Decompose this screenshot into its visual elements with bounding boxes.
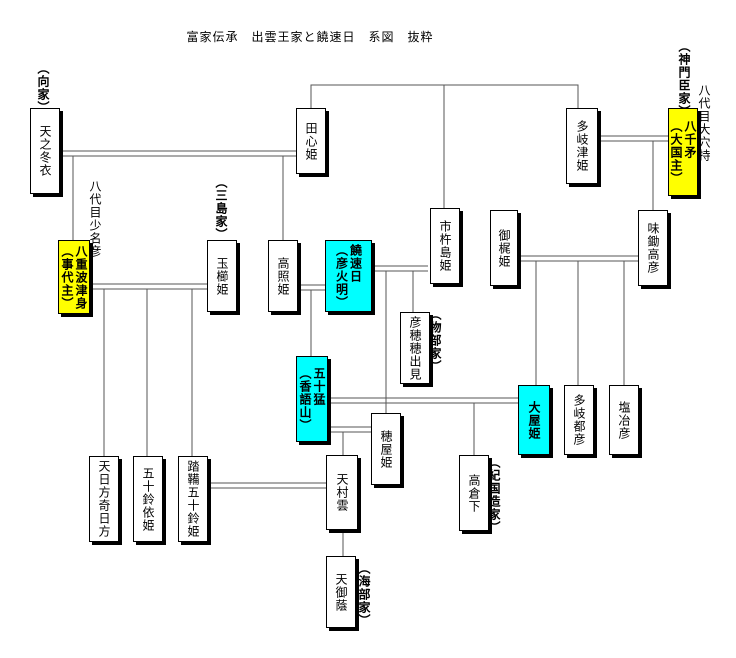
mukai-house-label: （向家） xyxy=(36,62,50,114)
person-name: 御梶姫 xyxy=(497,228,511,268)
kinokuni-house-label: （紀国造家） xyxy=(487,456,501,534)
person-ajisuki-takahiko: 味鋤高彦 xyxy=(638,210,668,286)
person-name: 高照姫 xyxy=(276,256,290,296)
person-ame-murakumo: 天村雲 xyxy=(326,455,358,530)
person-shiojihiko: 塩冶彦 xyxy=(609,385,639,455)
person-takitsu-hime: 多岐津姫 xyxy=(566,108,598,184)
ama-house-label: （海部家） xyxy=(357,562,371,627)
person-mikaji-hime: 御梶姫 xyxy=(490,210,518,286)
person-name: 味鋤高彦 xyxy=(646,222,660,274)
person-name: 大屋姫 xyxy=(527,400,541,440)
person-name: 天之冬衣 xyxy=(38,125,52,177)
page-title: 富家伝承 出雲王家と饒速日 系図 抜粋 xyxy=(186,30,434,44)
person-alias: （彦火明） xyxy=(334,243,349,309)
person-isotake: 五十猛 （香語山） xyxy=(296,356,328,442)
person-amenohikatahi: 天日方奇日方 xyxy=(89,456,119,542)
person-yachihoko: 八千矛 （大国主） xyxy=(668,108,698,196)
eighth-ona-label: 八代目大穴持 xyxy=(697,84,711,162)
person-name: 天日方奇日方 xyxy=(97,460,111,538)
person-nigihayahi: 饒速日 （彦火明） xyxy=(325,240,372,312)
person-oyahime: 大屋姫 xyxy=(518,385,550,455)
person-takori-hime: 田心姫 xyxy=(296,108,326,174)
person-tatara-isuzu-hime: 踏鞴五十鈴姫 xyxy=(178,456,208,542)
person-ichikishima-hime: 市杵島姫 xyxy=(430,208,460,284)
person-name: 田心姫 xyxy=(304,121,318,161)
person-alias: （事代主） xyxy=(60,244,74,310)
person-name: 天御蔭 xyxy=(334,572,348,612)
person-name: 彦穂穂出見 xyxy=(408,315,422,381)
kanto-house-label: （神門臣家） xyxy=(677,40,691,118)
person-ame-no-mimusubi: 天御蔭 xyxy=(326,556,356,628)
person-yaehatatsumi: 八重波津身 （事代主） xyxy=(58,240,90,314)
eighth-sukuna-label: 八代目少名彦 xyxy=(88,180,102,258)
person-alias: （大国主） xyxy=(669,119,683,185)
person-name: 塩冶彦 xyxy=(617,400,631,440)
person-ame-no-fuyukinu: 天之冬衣 xyxy=(30,108,60,194)
mishima-house-label: （三島家） xyxy=(214,176,228,241)
person-name: 玉櫛姫 xyxy=(215,256,229,296)
person-name: 八千矛 xyxy=(683,119,697,159)
person-name: 市杵島姫 xyxy=(438,220,452,272)
person-name: 高倉下 xyxy=(467,473,481,513)
person-tamakushi-hime: 玉櫛姫 xyxy=(207,240,237,312)
mononobe-house-label: （物部家） xyxy=(428,308,442,373)
person-name: 踏鞴五十鈴姫 xyxy=(186,460,200,538)
person-alias: （香語山） xyxy=(298,366,312,432)
person-hikohohodemi: 彦穂穂出見 xyxy=(400,312,430,384)
person-name-group: 八重波津身 （事代主） xyxy=(60,245,88,310)
person-name-group: 五十猛 （香語山） xyxy=(298,367,326,432)
person-name: 天村雲 xyxy=(335,473,349,512)
person-name: 五十猛 xyxy=(312,366,326,406)
person-name-group: 八千矛 （大国主） xyxy=(669,120,697,185)
person-isuzuyori-hime: 五十鈴依姫 xyxy=(133,456,163,542)
person-name: 穂屋姫 xyxy=(379,429,393,469)
person-takakuraji: 高倉下 xyxy=(459,455,489,531)
person-name-group: 饒速日 （彦火明） xyxy=(335,244,363,309)
person-hoya-hime: 穂屋姫 xyxy=(371,413,401,485)
person-name: 五十鈴依姫 xyxy=(141,466,155,532)
person-name: 八重波津身 xyxy=(74,244,88,310)
person-name: 多岐都彦 xyxy=(572,394,586,446)
person-takitsuhiko: 多岐都彦 xyxy=(564,385,594,455)
person-takateru-hime: 高照姫 xyxy=(268,240,298,312)
person-name: 饒速日 xyxy=(348,243,363,283)
person-name: 多岐津姫 xyxy=(575,120,589,172)
